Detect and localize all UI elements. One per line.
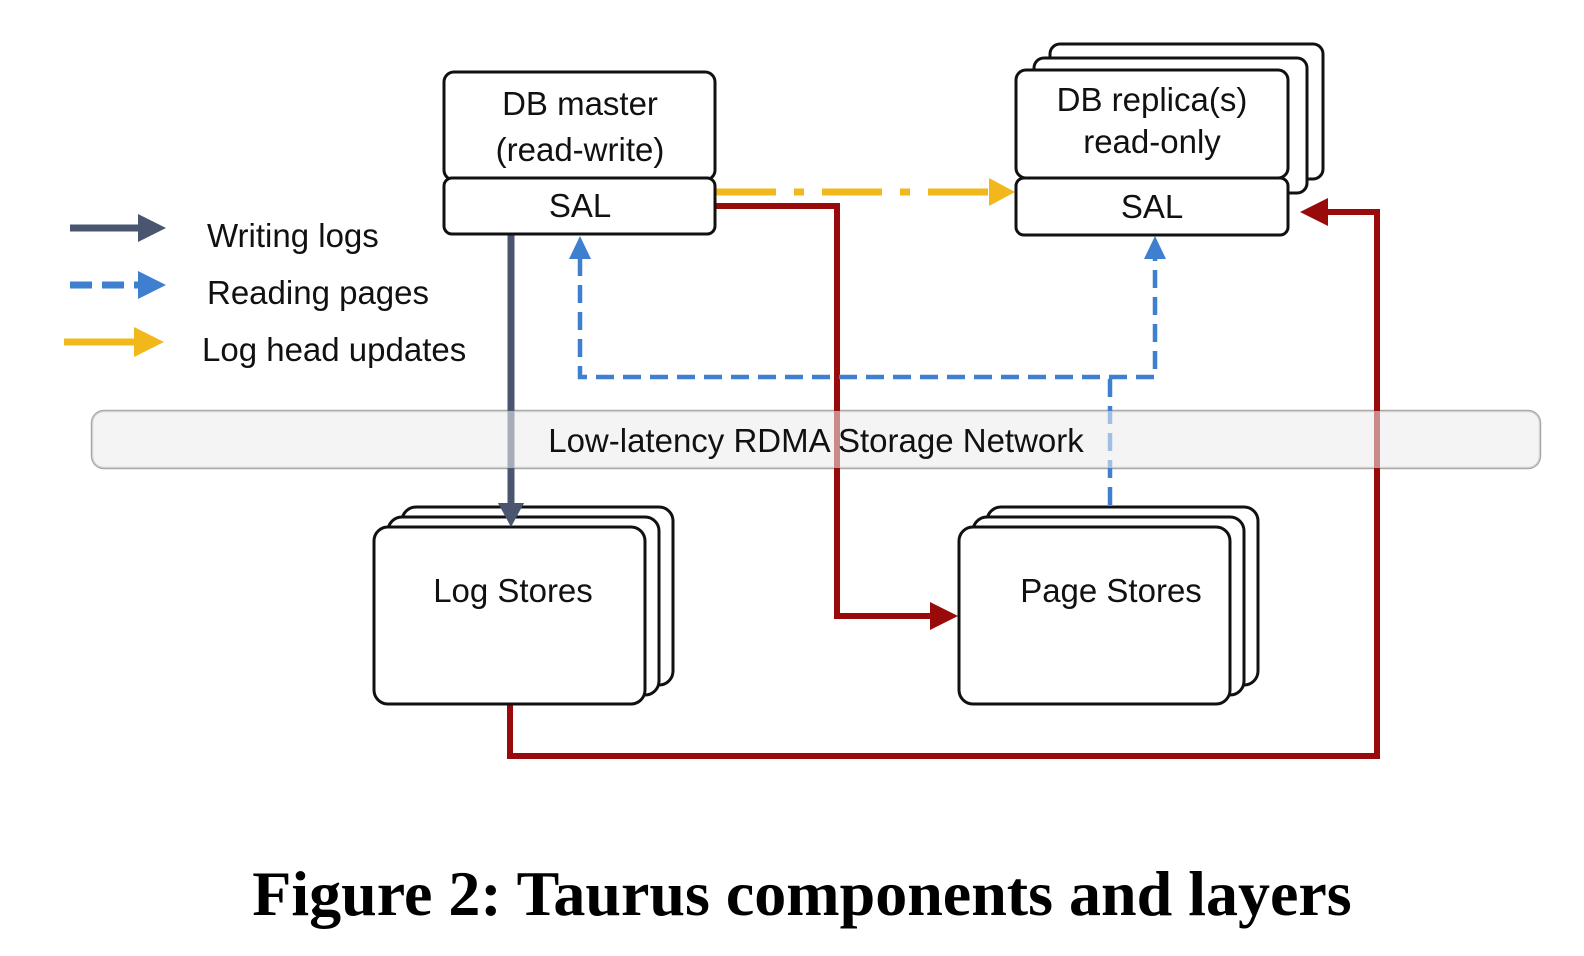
db-replica-title: DB replica(s) (1057, 81, 1248, 118)
replica-sal-read-arrowhead (1144, 236, 1166, 259)
page-stores-label: Page Stores (1020, 572, 1202, 609)
db-master-sal-label: SAL (549, 187, 611, 224)
log-stores-label: Log Stores (433, 572, 593, 609)
log-stores-arrowhead (498, 503, 524, 527)
db-master-mode: (read-write) (496, 131, 665, 168)
page-stores-stack: Page Stores (957, 505, 1260, 706)
db-replica-mode: read-only (1083, 123, 1221, 160)
db-replica-box: DB replica(s) read-only (1014, 68, 1290, 180)
db-master-title: DB master (502, 85, 658, 122)
legend: Writing logs Reading pages Log head upda… (64, 214, 466, 368)
master-to-log-stores-arrow (498, 234, 524, 527)
legend-log-head-updates-label: Log head updates (202, 331, 466, 368)
db-master-box: DB master (read-write) (442, 70, 717, 182)
db-replica-sal-box: SAL (1014, 176, 1290, 237)
legend-writing-logs-arrow (70, 214, 166, 242)
master-sal-read-arrowhead (569, 236, 591, 259)
log-stores-to-replica-arrow (507, 198, 1380, 759)
legend-reading-pages-arrow (70, 271, 166, 299)
legend-log-head-updates-arrow (64, 327, 164, 357)
log-stores-stack: Log Stores (372, 505, 675, 706)
legend-writing-logs-label: Writing logs (207, 217, 379, 254)
log-head-update-arrow (716, 178, 1015, 206)
db-replica-sal-label: SAL (1121, 188, 1183, 225)
legend-reading-pages-label: Reading pages (207, 274, 429, 311)
db-master-sal-box: SAL (442, 176, 717, 236)
figure-caption: Figure 2: Taurus components and layers (252, 858, 1351, 929)
rdma-storage-network-label: Low-latency RDMA Storage Network (548, 422, 1084, 459)
